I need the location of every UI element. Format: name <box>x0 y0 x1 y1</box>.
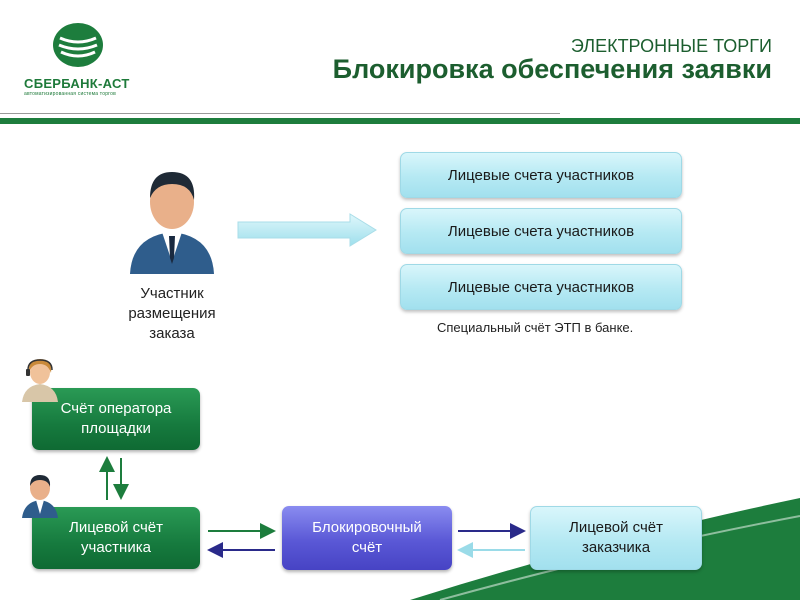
operator-account-line: Счёт оператора <box>60 400 172 417</box>
participant-account-box: Лицевой счёт участника <box>32 507 200 569</box>
participant-accounts-box: Лицевые счета участников <box>400 264 682 310</box>
participant-avatar-icon <box>22 475 58 518</box>
participant-label-line: Участник <box>140 285 204 302</box>
logo-subtitle: автоматизированная система торгов <box>24 91 116 97</box>
customer-account-line: заказчика <box>581 539 651 556</box>
header-kicker: ЭЛЕКТРОННЫЕ ТОРГИ <box>570 36 772 56</box>
participant-accounts-box: Лицевые счета участников <box>400 152 682 198</box>
page-title: Блокировка обеспечения заявки <box>332 54 772 84</box>
participant-account-line: участника <box>81 539 151 556</box>
blocking-account-line: Блокировочный <box>312 519 422 536</box>
header-divider-thick <box>0 118 800 124</box>
operator-account-box: Счёт оператора площадки <box>32 388 200 450</box>
customer-account-box: Лицевой счёт заказчика <box>530 506 702 570</box>
participant-label-line: размещения <box>128 305 216 322</box>
blocking-account-line: счёт <box>351 539 383 556</box>
operator-avatar-icon <box>22 359 58 402</box>
customer-account-line: Лицевой счёт <box>568 519 664 536</box>
operator-account-line: площадки <box>81 420 151 437</box>
participant-person-icon <box>130 172 214 274</box>
sberbank-logo-icon <box>53 23 103 67</box>
logo-name: СБЕРБАНК-АСТ <box>24 76 130 91</box>
participant-account-line: Лицевой счёт <box>68 519 164 536</box>
header-divider-thin <box>0 113 560 114</box>
blocking-account-box: Блокировочный счёт <box>282 506 452 570</box>
participant-label: Участник размещения заказа <box>108 284 236 344</box>
special-account-caption: Специальный счёт ЭТП в банке. <box>437 320 634 335</box>
participant-label-line: заказа <box>149 325 195 342</box>
participant-accounts-box: Лицевые счета участников <box>400 208 682 254</box>
forward-arrow-icon <box>237 213 377 247</box>
